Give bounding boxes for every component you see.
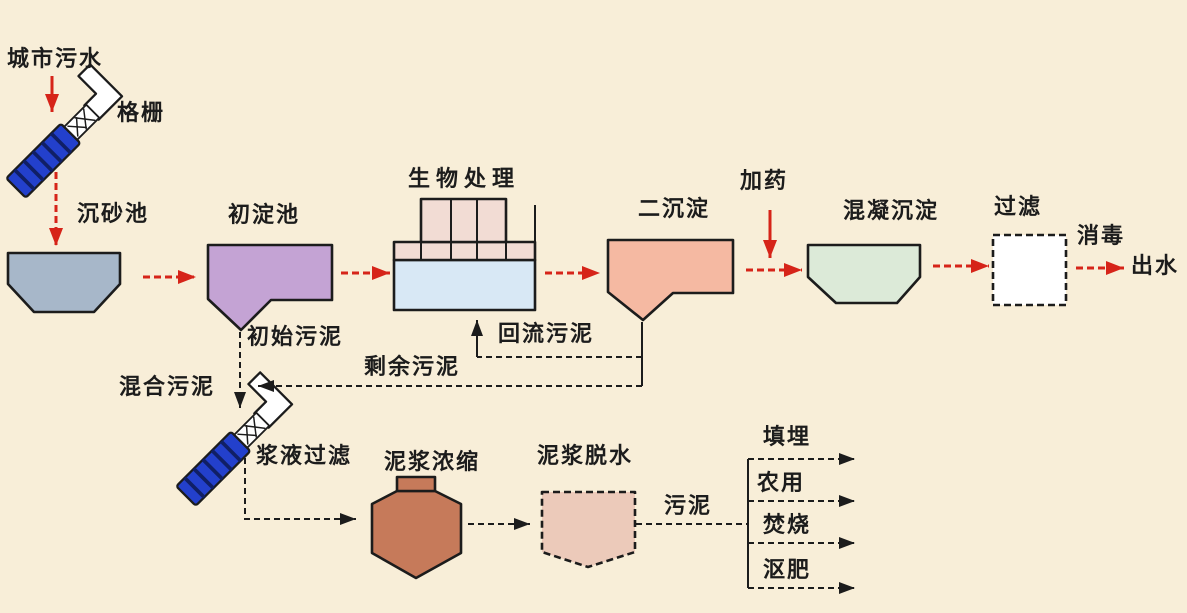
- label-dosing: 加药: [740, 169, 789, 194]
- label-primary-tank: 初淀池: [228, 203, 301, 228]
- secondary-sedimentation-tank: [606, 238, 735, 322]
- label-agricultural: 农用: [757, 471, 806, 496]
- label-secondary-tank: 二沉淀: [638, 197, 711, 222]
- label-mixed-sludge: 混合污泥: [119, 375, 216, 400]
- bar-screen-icon: [0, 62, 127, 200]
- label-coagulation: 混凝沉淀: [843, 199, 940, 224]
- label-excess-sludge: 剩余污泥: [364, 355, 461, 380]
- label-initial-sludge: 初始污泥: [247, 325, 344, 350]
- label-bio-treatment: 生物处理: [408, 167, 521, 192]
- label-slurry-filter: 浆液过滤: [256, 444, 353, 469]
- red-flow-arrows: [45, 76, 1124, 284]
- bio-media-band: [392, 240, 537, 262]
- label-influent: 城市污水: [7, 47, 104, 72]
- label-bar-screen: 格栅: [117, 101, 166, 126]
- label-disinfection: 消毒: [1077, 224, 1126, 249]
- grit-chamber-tank: [6, 251, 122, 314]
- label-composting: 沤肥: [763, 558, 812, 583]
- bio-media-blocks: [419, 197, 508, 244]
- primary-sedimentation-tank: [206, 243, 334, 332]
- sludge-dewatering-tank: [540, 490, 637, 569]
- biological-treatment-tank: [392, 197, 537, 312]
- bio-aeration-water: [392, 258, 537, 312]
- coagulation-sedimentation-tank: [806, 243, 922, 305]
- label-grit-chamber: 沉砂池: [77, 202, 150, 227]
- sludge-thickener-tank: [370, 475, 463, 580]
- label-filter: 过滤: [994, 195, 1043, 220]
- line-screen-to-thickener: [244, 458, 356, 525]
- sludge-flow-lines: [234, 320, 855, 594]
- filter-unit: [991, 233, 1068, 307]
- label-dewatering: 泥浆脱水: [537, 444, 634, 469]
- label-landfill: 填埋: [763, 425, 812, 450]
- label-effluent: 出水: [1131, 254, 1180, 279]
- label-thickening: 泥浆浓缩: [384, 450, 481, 475]
- label-incineration: 焚烧: [763, 513, 812, 538]
- label-sludge: 污泥: [664, 494, 713, 519]
- label-return-sludge: 回流污泥: [498, 322, 595, 347]
